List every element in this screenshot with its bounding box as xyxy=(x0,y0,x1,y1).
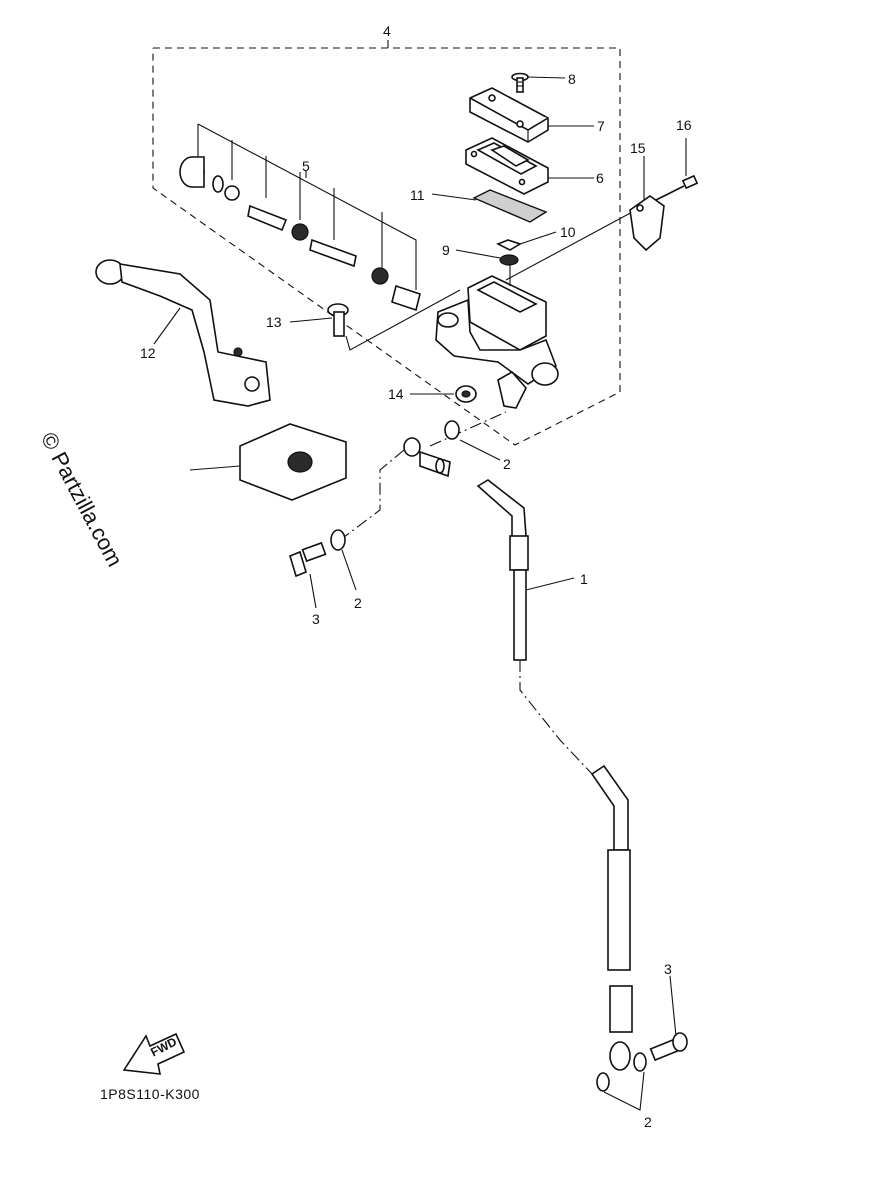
master-cylinder-body xyxy=(435,209,637,409)
part-10-float-plate xyxy=(496,231,557,251)
part-13-pivot-bolt xyxy=(289,289,461,351)
part-1-brake-hose xyxy=(476,479,647,1111)
callout-3-right: 3 xyxy=(664,961,672,977)
callout-11: 11 xyxy=(410,187,425,203)
callout-7: 7 xyxy=(597,118,605,134)
part-14-collar xyxy=(410,385,477,403)
callout-12: 12 xyxy=(140,345,156,361)
banjo-bolt-left xyxy=(289,529,357,609)
callout-16: 16 xyxy=(676,117,692,133)
callout-3-left: 3 xyxy=(312,611,320,627)
part-16-bolt xyxy=(655,138,699,201)
callout-8: 8 xyxy=(568,71,576,87)
part-6-diaphragm-holder xyxy=(465,137,594,195)
callout-1: 1 xyxy=(580,571,588,587)
callout-2-top: 2 xyxy=(503,456,511,472)
callout-6: 6 xyxy=(596,170,604,186)
handlebar-clamp xyxy=(189,423,347,501)
callout-14: 14 xyxy=(388,386,404,402)
part-12-brake-lever xyxy=(95,259,271,407)
callout-15: 15 xyxy=(630,140,646,156)
drawing-code: 1P8S110-K300 xyxy=(100,1086,200,1102)
callout-2-left: 2 xyxy=(354,595,362,611)
part-11-diaphragm xyxy=(431,189,548,223)
callout-2-bottom: 2 xyxy=(644,1114,652,1130)
fwd-arrow xyxy=(122,1032,186,1075)
banjo-union-top xyxy=(339,411,507,541)
callout-4: 4 xyxy=(383,23,391,39)
callout-5: 5 xyxy=(302,158,310,174)
part-8-screw xyxy=(511,72,566,93)
part-9-float xyxy=(455,249,519,266)
banjo-bolt-right xyxy=(649,975,688,1062)
part-5-piston-kit xyxy=(179,123,421,312)
callout-13: 13 xyxy=(266,314,282,330)
master-cylinder-assembly-outline xyxy=(152,40,621,446)
callout-9: 9 xyxy=(442,242,450,258)
part-7-reservoir-cap xyxy=(469,87,594,143)
part-15-holder xyxy=(629,156,665,252)
callout-10: 10 xyxy=(560,224,576,240)
